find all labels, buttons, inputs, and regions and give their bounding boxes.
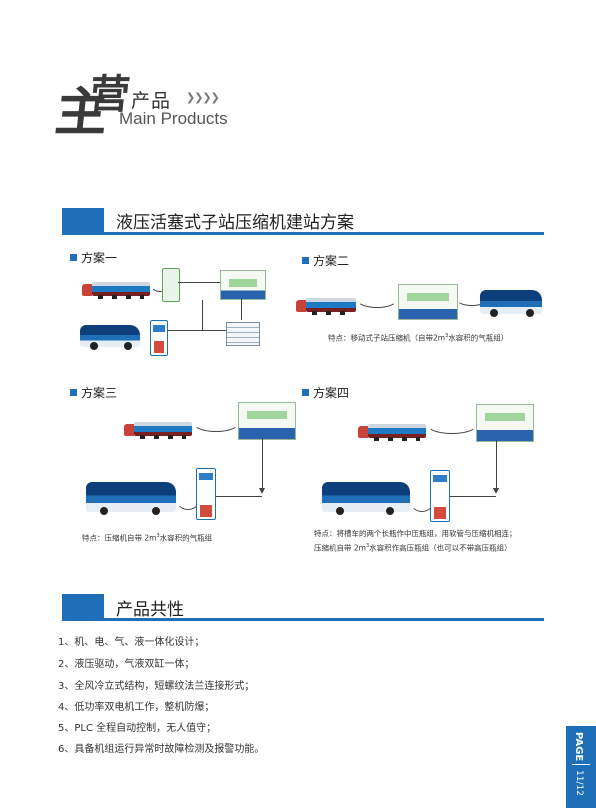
header-subtitle: 产品 [131, 90, 172, 112]
scheme-3-label-text: 方案三 [81, 386, 118, 400]
page-separator [572, 764, 590, 765]
section-divider [62, 232, 544, 235]
scheme-2-note-sup: 3 [445, 333, 449, 339]
compressor-icon [220, 270, 266, 300]
header-english-title: Main Products [119, 109, 228, 128]
hose-line [192, 412, 240, 432]
scheme-1-label: 方案一 [70, 249, 117, 266]
pre-compressor-icon [162, 268, 180, 302]
compressor-icon [238, 402, 296, 440]
scheme-4-note-line2: 压缩机自带 2m3水容积作高压瓶组（也可以不带高压瓶组） [314, 540, 517, 555]
tube-trailer-icon [82, 282, 150, 299]
hose-line [356, 290, 398, 308]
pipe-line [202, 300, 203, 330]
page-tab [566, 726, 596, 808]
scheme-2-note-suffix: 水容积的气瓶组） [448, 333, 509, 343]
pipe-line [168, 330, 226, 331]
scheme-4-note-line2-prefix: 压缩机自带 2m [314, 543, 366, 553]
scheme-3-note: 特点：压缩机自带 2m3水容积的气瓶组 [82, 530, 212, 545]
scheme-1-label-text: 方案一 [81, 251, 118, 265]
page-number: 11/12 [574, 770, 584, 796]
bus-icon [86, 482, 176, 515]
section-divider [62, 618, 544, 621]
scheme-4-note-sup: 3 [365, 543, 370, 549]
dispenser-icon [430, 470, 450, 522]
pipe-line [496, 440, 497, 488]
scheme-2-label: 方案二 [302, 252, 349, 269]
storage-cylinder-icon [226, 322, 260, 346]
tube-trailer-icon [358, 424, 426, 441]
tube-trailer-icon [296, 298, 356, 315]
scheme-3-note-prefix: 特点：压缩机自带 2m [82, 533, 157, 543]
feature-item: 5、PLC 全程自动控制，无人值守； [58, 723, 217, 734]
hose-line [176, 488, 200, 510]
pipe-line [262, 438, 263, 488]
scheme-2-note-prefix: 特点：移动式子站压缩机（自带2m [328, 333, 446, 343]
pipe-line [448, 496, 496, 497]
bullet-square-icon [70, 389, 77, 396]
scheme-2-label-text: 方案二 [313, 254, 350, 268]
compressor-icon [398, 284, 458, 320]
hose-line [410, 490, 434, 512]
scheme-3-label: 方案三 [70, 384, 117, 401]
section-title: 液压活塞式子站压缩机建站方案 [116, 213, 354, 233]
scheme-3-note-suffix: 水容积的气瓶组 [159, 533, 213, 543]
arrow-down-icon [493, 488, 499, 494]
bullet-square-icon [302, 389, 309, 396]
hose-line [426, 414, 478, 434]
scheme-4-label-text: 方案四 [313, 386, 350, 400]
pipe-line [178, 282, 220, 283]
feature-item: 6、具备机组运行异常时故障检测及报警功能。 [58, 744, 265, 755]
pipe-line [215, 496, 262, 497]
bus-icon [480, 290, 542, 317]
arrow-chevrons-icon: ❯❯❯❯ [186, 91, 220, 104]
feature-item: 1、机、电、气、液一体化设计； [58, 637, 205, 648]
feature-item: 4、低功率双电机工作，整机防爆； [58, 702, 215, 713]
section-title: 产品共性 [116, 600, 184, 620]
bus-icon [322, 482, 410, 515]
feature-item: 2、液压驱动，气液双缸一体； [58, 659, 195, 670]
page-label: PAGE [573, 732, 584, 762]
tube-trailer-icon [124, 422, 192, 439]
scheme-3-note-sup: 3 [156, 533, 160, 539]
arrow-down-icon [259, 488, 265, 494]
compressor-icon [476, 404, 534, 442]
section-marker [62, 208, 104, 234]
pipe-line [241, 298, 242, 320]
dispenser-icon [150, 320, 168, 356]
bullet-square-icon [70, 254, 77, 261]
bullet-square-icon [302, 257, 309, 264]
scheme-4-label: 方案四 [302, 384, 349, 401]
scheme-4-note: 特点：将槽车的两个长瓶作中压瓶组，用软管与压缩机相连； 压缩机自带 2m3水容积… [314, 528, 517, 555]
section-marker [62, 594, 104, 620]
scheme-4-note-line2-suffix: 水容积作高压瓶组（也可以不带高压瓶组） [369, 543, 512, 553]
scheme-4-note-line1: 特点：将槽车的两个长瓶作中压瓶组，用软管与压缩机相连； [314, 529, 517, 538]
bus-icon [80, 325, 140, 350]
scheme-2-note: 特点：移动式子站压缩机（自带2m3水容积的气瓶组） [328, 330, 508, 345]
feature-item: 3、全风冷立式结构，短螺纹法兰连接形式； [58, 681, 255, 692]
